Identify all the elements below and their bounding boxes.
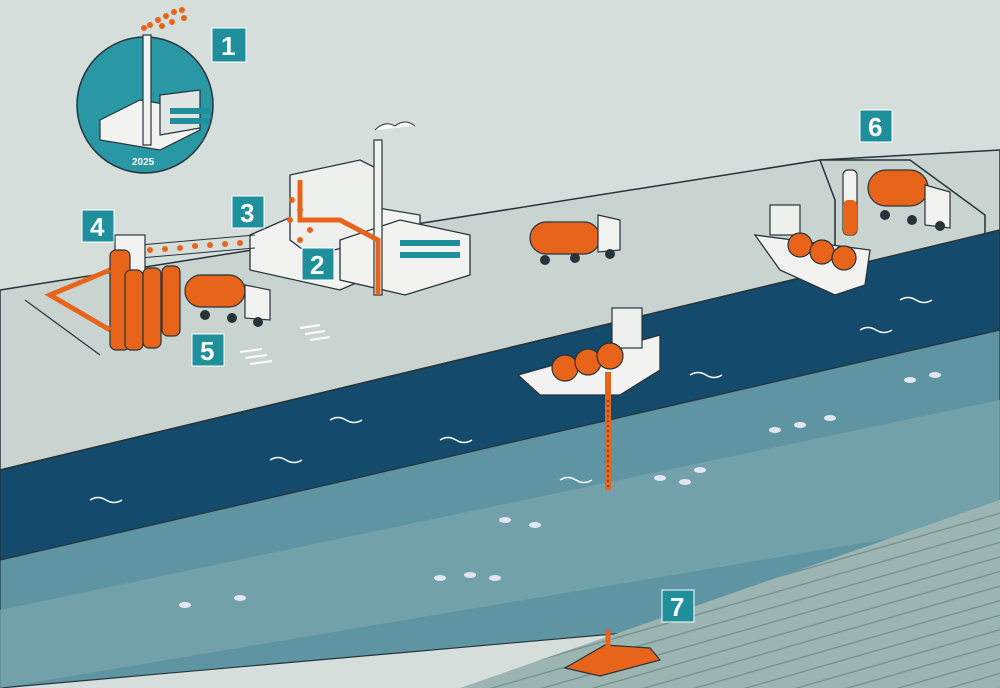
marker-5: 5: [191, 333, 225, 367]
quay-road: [0, 149, 1000, 471]
harbour-terminal: [842, 169, 951, 236]
seabed-lighter: [0, 400, 1000, 688]
capture-plant: [249, 121, 471, 296]
inset-year-label: 2025: [132, 157, 155, 168]
marker-1-label: 1: [221, 31, 235, 61]
marker-7: 7: [661, 589, 695, 623]
marker-7-label: 7: [670, 592, 684, 622]
rock-strata-lines: [460, 500, 1000, 688]
co2-truck-road: [529, 214, 621, 265]
marker-6: 6: [859, 109, 893, 143]
marker-6-label: 6: [868, 112, 882, 142]
inset-power-plant-2025: 2025: [76, 7, 214, 174]
marker-5-label: 5: [200, 336, 214, 366]
co2-ship-docked: [753, 204, 871, 296]
co2-truck-plant: [184, 274, 271, 327]
marker-4: 4: [81, 209, 115, 243]
marker-3-label: 3: [240, 198, 254, 228]
marker-2-label: 2: [310, 250, 324, 280]
water-waves: [89, 296, 933, 504]
marker-4-label: 4: [90, 212, 105, 242]
fish-school: [179, 372, 941, 608]
road-markings: [239, 324, 331, 365]
marker-1: 1: [211, 27, 247, 63]
co2-conveyor: [139, 234, 256, 259]
co2-storage-tanks: [24, 234, 181, 356]
co2-reservoir: [563, 630, 662, 677]
co2-injection-ship: [516, 307, 661, 396]
marker-2: 2: [301, 247, 335, 281]
marker-3: 3: [231, 195, 265, 229]
